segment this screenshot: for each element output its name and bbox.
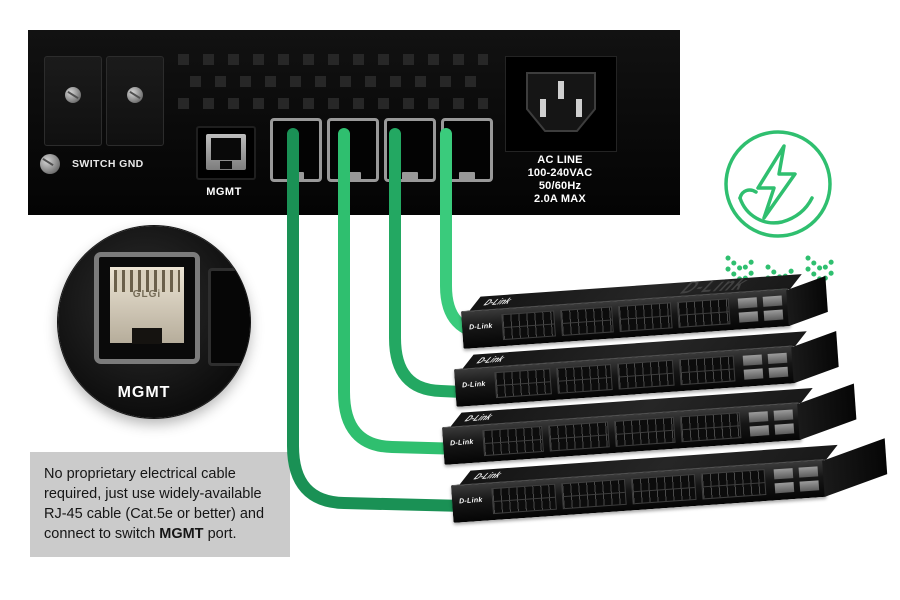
port-block <box>676 298 731 328</box>
sfp-ports <box>773 466 820 494</box>
sfp-ports <box>737 295 784 323</box>
switch-logo-small: D-Link <box>462 412 495 424</box>
switch-logo: D-Link <box>458 496 483 506</box>
note-text: No proprietary electrical cable required… <box>30 452 290 558</box>
screw-icon <box>127 87 143 103</box>
port-block <box>555 364 613 394</box>
port-block <box>630 473 697 505</box>
switch-unit: D-Link D-Link D-Link <box>460 274 828 349</box>
sfp-ports <box>742 352 789 380</box>
rj45-cable <box>389 128 511 400</box>
rj45-cable <box>338 128 506 456</box>
port-block <box>561 478 627 510</box>
mgmt-port-closeup: GLGi MGMT <box>58 226 250 418</box>
rj45-port <box>327 118 379 182</box>
port-block <box>678 355 736 386</box>
screw-icon <box>65 87 81 103</box>
rj45-jack-face <box>110 267 184 343</box>
port-block <box>501 310 556 341</box>
mgmt-port <box>196 126 256 180</box>
adjacent-port-partial <box>208 268 250 366</box>
ac-line-label: AC LINE 100-240VAC 50/60Hz 2.0A MAX <box>499 154 621 206</box>
port-block <box>494 368 552 399</box>
mgmt-port-label: MGMT <box>206 186 242 198</box>
switch-logo-small: D-Link <box>481 296 514 308</box>
lightning-bolt-icon <box>756 144 797 220</box>
port-block <box>491 483 557 515</box>
ac-line-1: AC LINE <box>537 154 583 166</box>
ac-line-2: 100-240VAC <box>527 167 593 179</box>
rj45-cable <box>287 128 511 513</box>
port-block <box>616 359 675 390</box>
port-block <box>613 416 676 447</box>
hand-icon <box>738 196 814 225</box>
switch-logo: D-Link <box>468 322 493 332</box>
note-before: No proprietary electrical cable required… <box>44 466 265 542</box>
port-block <box>700 469 767 500</box>
blank-plate <box>106 56 164 146</box>
vent-slots <box>178 54 488 65</box>
switch-logo-small: D-Link <box>471 470 504 482</box>
eco-circle <box>724 130 832 238</box>
switch-logo: D-Link <box>461 380 486 390</box>
blank-plate <box>44 56 102 146</box>
port-block <box>679 412 742 443</box>
mgmt-closeup-label: MGMT <box>117 384 171 401</box>
switch-logo-small: D-Link <box>474 354 507 366</box>
ac-inlet <box>505 56 617 152</box>
port-block <box>482 425 544 457</box>
port-block <box>559 306 614 337</box>
ac-line-4: 2.0A MAX <box>534 193 586 205</box>
jack-marking: GLGi <box>132 289 162 300</box>
switch-gnd-label: SWITCH GND <box>72 158 144 170</box>
hand-thumb <box>738 188 758 200</box>
port-block <box>617 302 673 332</box>
note-after: port. <box>203 525 237 542</box>
switch-logo: D-Link <box>449 438 474 448</box>
rj45-jack <box>206 134 246 170</box>
vent-slots <box>190 76 488 87</box>
ground-screw-icon <box>40 154 60 174</box>
port-block <box>548 421 610 452</box>
vent-slots <box>178 98 488 109</box>
rj45-port-closeup: GLGi <box>94 252 200 364</box>
sfp-ports <box>748 409 795 437</box>
ac-inlet-socket-icon <box>526 72 596 132</box>
ac-line-3: 50/60Hz <box>538 180 582 192</box>
note-mgmt-bold: MGMT <box>159 525 204 542</box>
